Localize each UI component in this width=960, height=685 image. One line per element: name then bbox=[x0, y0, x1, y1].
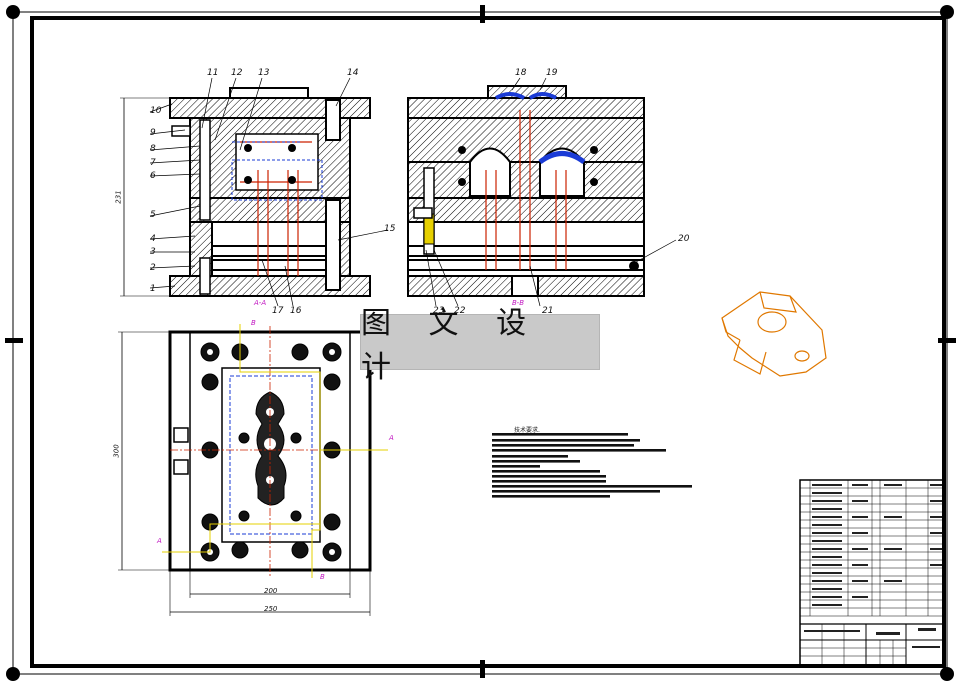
section-label-a-left: A bbox=[157, 537, 162, 545]
section-label-bb: B-B bbox=[512, 299, 525, 307]
callout-11: 11 bbox=[207, 68, 219, 78]
callout-15: 15 bbox=[384, 224, 396, 234]
dimension-231: 231 bbox=[114, 190, 123, 204]
frame-marks bbox=[5, 5, 956, 681]
callout-7: 7 bbox=[150, 158, 156, 168]
front-section-view bbox=[120, 77, 389, 307]
dimension-300: 300 bbox=[112, 444, 121, 458]
dimension-200: 200 bbox=[264, 587, 278, 595]
callout-9: 9 bbox=[150, 128, 156, 138]
callout-2: 2 bbox=[150, 263, 156, 273]
side-section-view bbox=[407, 77, 677, 307]
callout-16: 16 bbox=[290, 306, 302, 316]
callout-3: 3 bbox=[150, 247, 156, 257]
title-block bbox=[799, 479, 945, 667]
section-label-b-bottom: B bbox=[320, 573, 325, 581]
callout-10: 10 bbox=[150, 106, 162, 116]
callout-6: 6 bbox=[150, 171, 156, 181]
section-label-aa: A-A bbox=[254, 299, 267, 307]
callout-17: 17 bbox=[272, 306, 284, 316]
section-label-b-top: B bbox=[251, 319, 256, 327]
callout-20: 20 bbox=[678, 234, 690, 244]
section-label-a-right: A bbox=[389, 434, 394, 442]
callout-4: 4 bbox=[150, 234, 156, 244]
callout-5: 5 bbox=[150, 210, 156, 220]
plan-view bbox=[118, 324, 388, 616]
callout-23: 23 bbox=[433, 306, 445, 316]
callout-22: 22 bbox=[454, 306, 466, 316]
callout-18: 18 bbox=[515, 68, 527, 78]
callout-12: 12 bbox=[231, 68, 243, 78]
callout-19: 19 bbox=[546, 68, 558, 78]
part-3d-sketch bbox=[721, 291, 827, 377]
watermark-banner: 图 文 设 计 bbox=[360, 306, 600, 385]
dimension-250: 250 bbox=[264, 605, 278, 613]
callout-21: 21 bbox=[542, 306, 554, 316]
callout-14: 14 bbox=[347, 68, 359, 78]
watermark-text: 图 文 设 计 bbox=[361, 306, 541, 385]
callout-8: 8 bbox=[150, 144, 156, 154]
tech-requirements-title: 技术要求. bbox=[514, 427, 540, 434]
callout-13: 13 bbox=[258, 68, 270, 78]
tech-requirements-lines bbox=[492, 433, 692, 498]
callout-1: 1 bbox=[150, 284, 156, 294]
